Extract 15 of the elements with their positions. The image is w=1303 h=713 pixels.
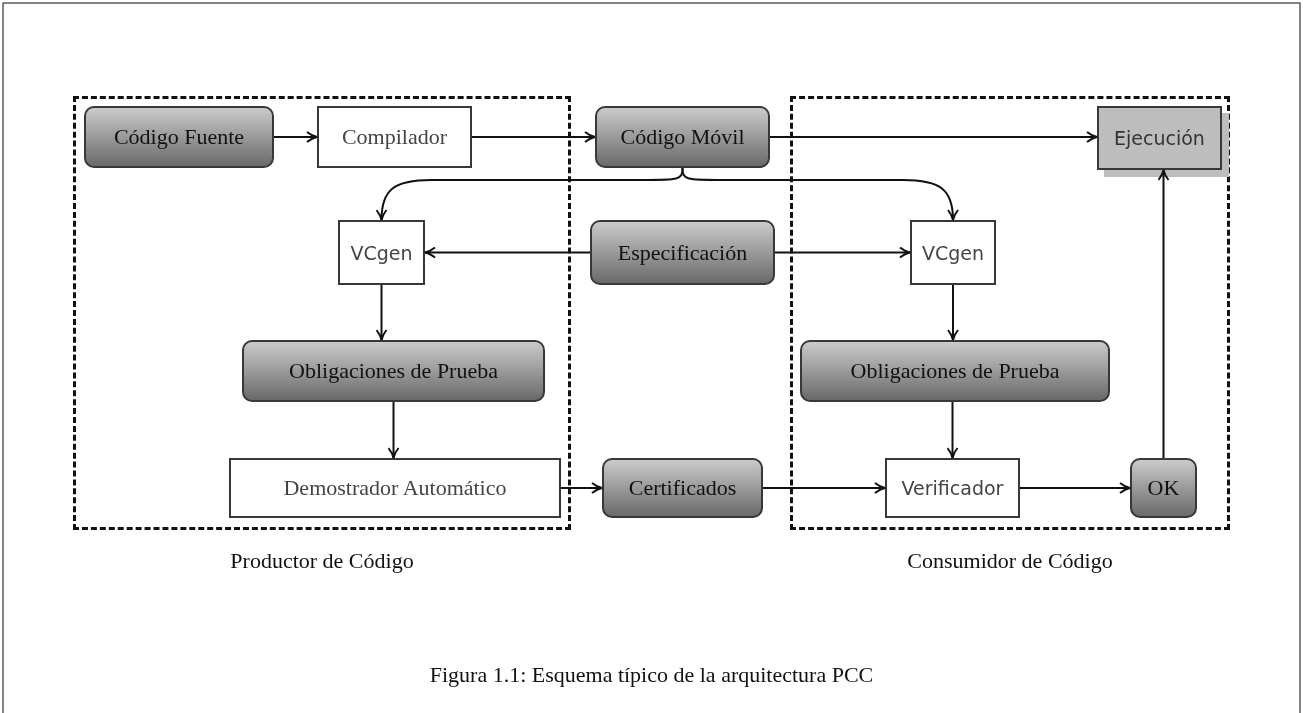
rounded-process-box: Código Móvil bbox=[595, 106, 770, 168]
process-box: Demostrador Automático bbox=[229, 458, 561, 518]
rounded-process-box: Obligaciones de Prueba bbox=[242, 340, 545, 402]
rounded-process-box: Código Fuente bbox=[84, 106, 274, 168]
rounded-process-box: Especificación bbox=[590, 220, 775, 285]
process-box: VCgen bbox=[338, 220, 425, 285]
rounded-process-box: Certificados bbox=[602, 458, 763, 518]
process-box: VCgen bbox=[910, 220, 996, 285]
figure-caption: Figura 1.1: Esquema típico de la arquitectura PCC bbox=[428, 662, 875, 688]
process-box: Compilador bbox=[317, 106, 472, 168]
group-label: Productor de Código bbox=[229, 548, 415, 574]
group-label: Consumidor de Código bbox=[906, 548, 1114, 574]
rounded-process-box: Obligaciones de Prueba bbox=[800, 340, 1110, 402]
rounded-process-box: OK bbox=[1130, 458, 1197, 518]
process-box: Verificador bbox=[885, 458, 1020, 518]
